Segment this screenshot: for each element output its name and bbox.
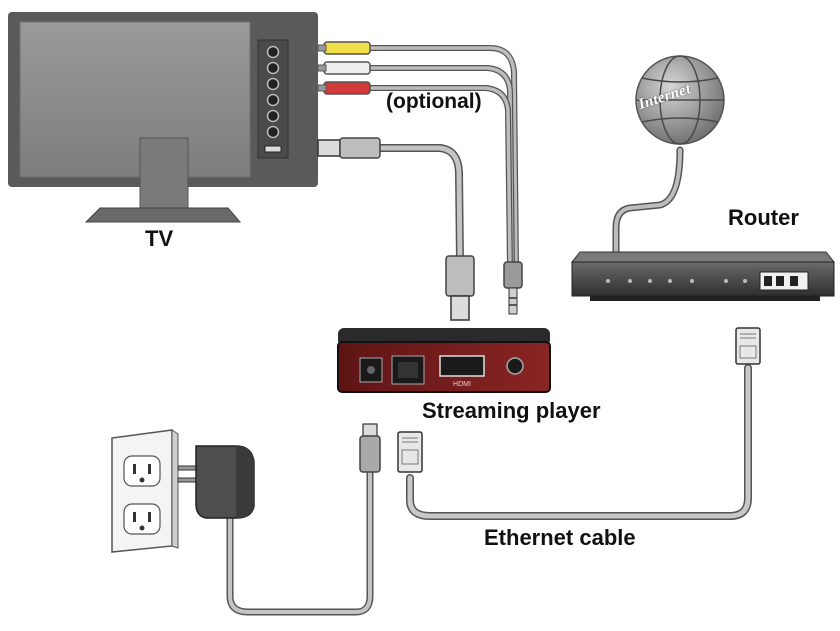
tv	[8, 12, 318, 223]
wall-outlet	[111, 429, 179, 553]
streaming-player: HDMI	[337, 328, 551, 393]
usb-plug-tv	[317, 137, 381, 159]
rca-cable	[365, 45, 519, 271]
power-adapter	[177, 445, 255, 519]
router-status-lights	[606, 279, 747, 283]
tv-label: TV	[145, 226, 174, 251]
rca-plug-yellow	[323, 41, 371, 55]
av-plug-player	[503, 261, 523, 315]
router-foot	[590, 296, 820, 301]
tv-av-ports	[266, 45, 280, 139]
player-hdmi-label: HDMI	[453, 381, 471, 388]
optional-label: (optional)	[386, 90, 482, 113]
internet-globe-icon	[635, 55, 725, 145]
ethernet-cable-label: Ethernet cable	[484, 525, 636, 550]
internet-cable	[612, 146, 684, 258]
tv-stand	[84, 207, 242, 223]
rca-plug-white	[323, 61, 371, 75]
player-av-port	[506, 357, 524, 375]
tv-neck	[139, 137, 189, 211]
ethernet-cable	[406, 364, 752, 520]
ethernet-plug-router	[735, 327, 761, 365]
ethernet-plug-player	[397, 431, 423, 473]
rca-plug-red	[323, 81, 371, 95]
router	[570, 251, 836, 301]
router-label: Router	[728, 205, 799, 230]
router-top	[570, 251, 836, 263]
power-barrel-plug	[359, 423, 381, 473]
tv-usb-port	[264, 145, 282, 153]
usb-cable	[372, 144, 464, 266]
cables	[226, 45, 752, 616]
power-cable	[226, 466, 374, 616]
rca-plugs	[317, 41, 371, 95]
streaming-player-label: Streaming player	[422, 398, 601, 423]
usb-plug-player	[445, 255, 475, 321]
player-hdmi-port	[439, 355, 485, 377]
tv-screen	[19, 21, 251, 178]
